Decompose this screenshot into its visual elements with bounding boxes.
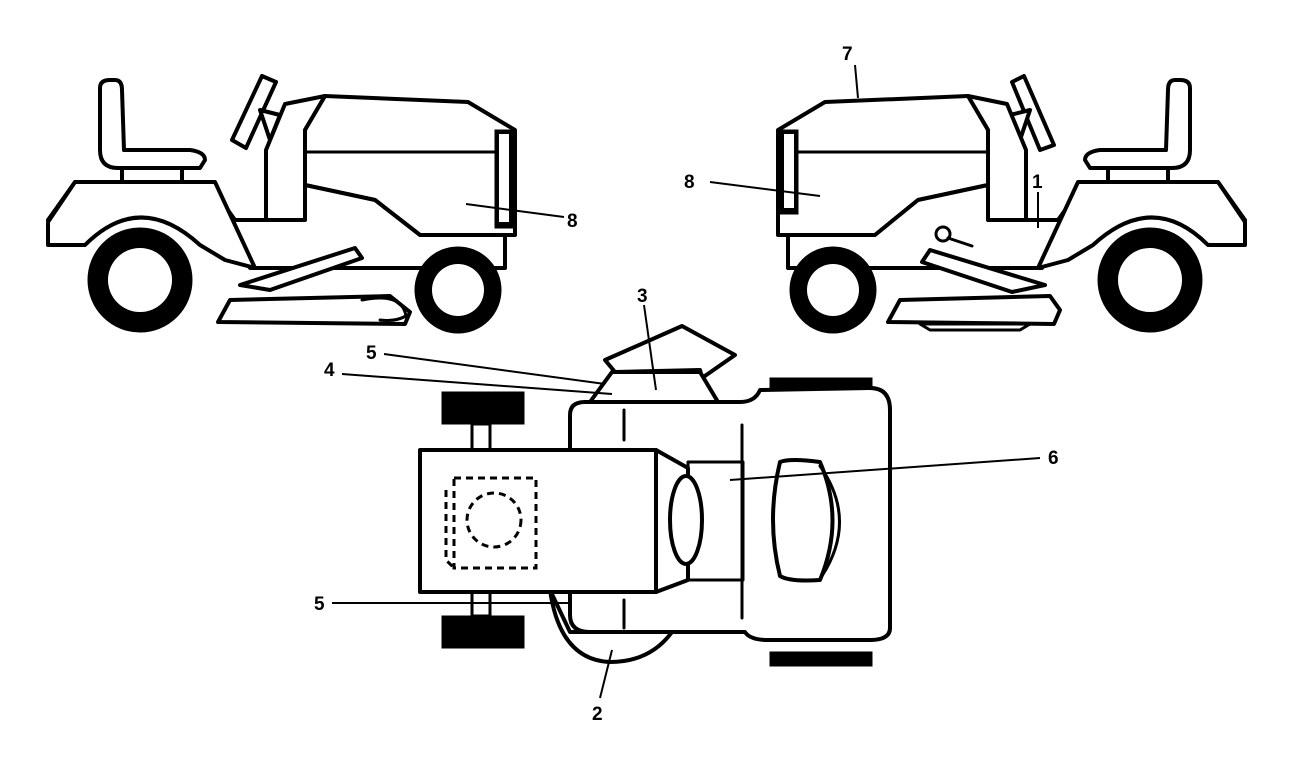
steering-wheel-top bbox=[668, 474, 704, 566]
leader-7 bbox=[854, 64, 859, 99]
tractor-top-view bbox=[418, 324, 892, 667]
callout-5-upper: 5 bbox=[366, 343, 377, 364]
hood-panel bbox=[771, 458, 835, 583]
brake-lever bbox=[946, 236, 974, 248]
front-tire-bottom bbox=[769, 651, 873, 667]
leader-8-right bbox=[709, 181, 821, 197]
callout-8-right: 8 bbox=[684, 172, 695, 193]
rear-hub-right bbox=[1118, 248, 1182, 312]
rear-fender-right bbox=[1036, 180, 1247, 270]
steering-wheel-right bbox=[1010, 74, 1056, 152]
leader-3 bbox=[643, 304, 657, 391]
grille-inner bbox=[499, 134, 509, 222]
callout-5-lower: 5 bbox=[314, 594, 325, 615]
foot-rest bbox=[238, 246, 364, 292]
fuel-tank-edge bbox=[444, 490, 456, 570]
seat-back bbox=[98, 78, 207, 170]
front-hub bbox=[432, 264, 484, 316]
grille-inner-right bbox=[784, 134, 794, 208]
front-hub-right bbox=[807, 264, 859, 316]
steering-wheel bbox=[230, 74, 278, 150]
leader-4 bbox=[341, 373, 613, 395]
callout-7: 7 bbox=[842, 44, 853, 65]
callout-8-left: 8 bbox=[567, 211, 578, 232]
rear-hub bbox=[108, 248, 172, 312]
callout-1: 1 bbox=[1032, 172, 1043, 193]
fuel-cap-outline bbox=[465, 491, 523, 549]
callout-3: 3 bbox=[637, 286, 648, 307]
foot-rest-right bbox=[920, 248, 1047, 294]
rear-tire-bottom bbox=[441, 615, 525, 649]
leader-5-upper bbox=[383, 353, 606, 385]
mower-deck-right bbox=[886, 294, 1062, 326]
rear-tire-top bbox=[441, 391, 525, 425]
tractor-left-side-view bbox=[46, 74, 517, 334]
fuel-tank-outline bbox=[452, 476, 538, 570]
seat-back-right bbox=[1083, 78, 1192, 170]
axle-top bbox=[470, 422, 492, 452]
brake-pedal bbox=[934, 225, 952, 243]
deck-skirt bbox=[918, 322, 1032, 332]
deck-chute bbox=[360, 296, 408, 322]
rear-fender bbox=[46, 180, 257, 270]
leader-lines bbox=[332, 64, 1041, 699]
callout-labels: 1 2 3 4 5 5 6 7 8 8 bbox=[314, 44, 1059, 725]
hood-curve bbox=[818, 464, 841, 578]
leader-6 bbox=[729, 457, 1041, 481]
callout-2: 2 bbox=[592, 704, 603, 725]
callout-4: 4 bbox=[324, 360, 335, 381]
callout-6: 6 bbox=[1048, 448, 1059, 469]
tractor-right-side-view bbox=[776, 74, 1247, 334]
leader-2 bbox=[599, 649, 613, 699]
leader-8-left bbox=[465, 203, 565, 218]
